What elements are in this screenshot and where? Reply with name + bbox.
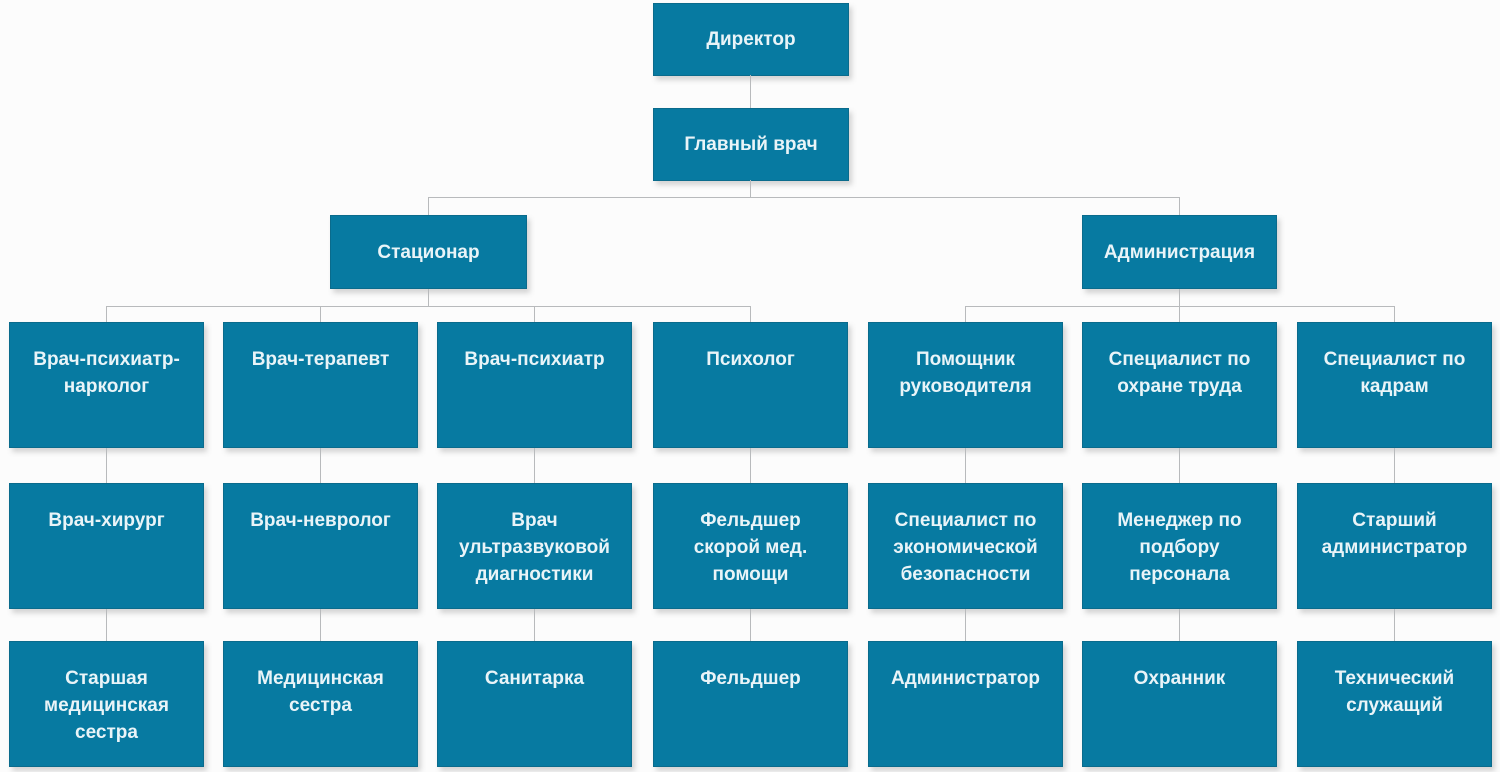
org-node: Администратор bbox=[868, 641, 1063, 767]
connector-line bbox=[1394, 609, 1395, 641]
connector-line bbox=[1179, 448, 1180, 483]
connector-line bbox=[750, 609, 751, 641]
connector-line bbox=[965, 306, 966, 322]
connector-line bbox=[106, 448, 107, 483]
org-node: Специалист по кадрам bbox=[1297, 322, 1492, 448]
org-node: Старший администратор bbox=[1297, 483, 1492, 609]
connector-line bbox=[320, 306, 321, 322]
connector-line bbox=[750, 306, 751, 322]
connector-line bbox=[1394, 448, 1395, 483]
node-branch-administration: Администрация bbox=[1082, 215, 1277, 289]
node-chief-doctor: Главный врач bbox=[653, 108, 849, 181]
connector-line bbox=[1179, 609, 1180, 641]
org-node: Помощник руководителя bbox=[868, 322, 1063, 448]
org-node: Охранник bbox=[1082, 641, 1277, 767]
org-node: Санитарка bbox=[437, 641, 632, 767]
org-node: Старшая медицинская сестра bbox=[9, 641, 204, 767]
org-node: Фельдшер bbox=[653, 641, 848, 767]
connector-line bbox=[750, 448, 751, 483]
connector-line bbox=[428, 197, 1180, 198]
org-node: Технический служащий bbox=[1297, 641, 1492, 767]
node-director: Директор bbox=[653, 3, 849, 76]
org-node: Врач ультразвуковой диагностики bbox=[437, 483, 632, 609]
connector-line bbox=[1394, 306, 1395, 322]
connector-line bbox=[965, 448, 966, 483]
connector-line bbox=[965, 609, 966, 641]
node-branch-inpatient: Стационар bbox=[330, 215, 527, 289]
org-node: Менеджер по подбору персонала bbox=[1082, 483, 1277, 609]
connector-line bbox=[320, 609, 321, 641]
org-node: Врач-невролог bbox=[223, 483, 418, 609]
connector-line bbox=[1179, 289, 1180, 306]
connector-line bbox=[534, 609, 535, 641]
connector-line bbox=[750, 75, 751, 108]
org-node: Врач-хирург bbox=[9, 483, 204, 609]
org-node: Фельдшер скорой мед. помощи bbox=[653, 483, 848, 609]
connector-line bbox=[106, 306, 107, 322]
org-node: Специалист по экономической безопасности bbox=[868, 483, 1063, 609]
connector-line bbox=[534, 448, 535, 483]
org-node: Врач-психиатр bbox=[437, 322, 632, 448]
connector-line bbox=[320, 448, 321, 483]
org-node: Врач-психиатр-нарколог bbox=[9, 322, 204, 448]
connector-line bbox=[106, 306, 751, 307]
connector-line bbox=[534, 306, 535, 322]
org-node: Врач-терапевт bbox=[223, 322, 418, 448]
org-node: Психолог bbox=[653, 322, 848, 448]
org-node: Специалист по охране труда bbox=[1082, 322, 1277, 448]
connector-line bbox=[1179, 197, 1180, 215]
org-node: Медицинская сестра bbox=[223, 641, 418, 767]
connector-line bbox=[1179, 306, 1180, 322]
connector-line bbox=[428, 289, 429, 306]
connector-line bbox=[750, 180, 751, 197]
connector-line bbox=[428, 197, 429, 215]
connector-line bbox=[965, 306, 1395, 307]
connector-line bbox=[106, 609, 107, 641]
